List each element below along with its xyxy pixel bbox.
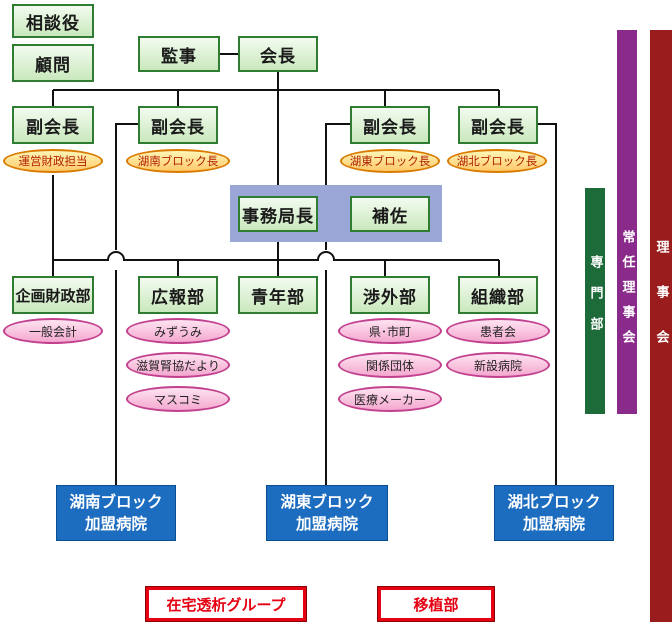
- soshiki-item-1: 患者会: [446, 318, 550, 344]
- seinen-box: 青年部: [238, 276, 318, 314]
- hospital-kohoku-line2: 加盟病院: [522, 515, 585, 533]
- shogai-label: 渉外部: [363, 287, 417, 308]
- vice-role-3: 湖東ブロック長: [340, 149, 440, 173]
- hospital-kohoku-line1: 湖北ブロック: [507, 493, 601, 511]
- vice-box-1: 副会長: [12, 106, 94, 144]
- komon-label: 顧問: [35, 55, 71, 76]
- hospital-konan-line2: 加盟病院: [84, 515, 147, 533]
- vice-role-4: 湖北ブロック長: [447, 149, 547, 173]
- zaitaku-box: 在宅透析グループ: [145, 586, 307, 622]
- kikaku-box: 企画財政部: [12, 276, 94, 314]
- zaitaku-label: 在宅透析グループ: [149, 590, 303, 618]
- vice-label-2: 副会長: [151, 117, 205, 138]
- senmon-label: 専門部: [587, 254, 603, 348]
- ishoku-box: 移植部: [377, 586, 495, 622]
- soshiki-box: 組織部: [458, 276, 538, 314]
- koho-label: 広報部: [151, 287, 205, 308]
- assist-label: 補佐: [372, 206, 408, 227]
- kanji-box: 監事: [138, 36, 220, 72]
- senmon-bar: 専門部: [585, 188, 605, 414]
- koho-item-1: みずうみ: [126, 318, 230, 344]
- hospital-konan-line1: 湖南ブロック: [69, 493, 163, 511]
- hospital-box-koto: 湖東ブロック加盟病院: [266, 485, 388, 541]
- shogai-box: 渉外部: [350, 276, 430, 314]
- kaicho-box: 会長: [238, 36, 318, 72]
- kikaku-label: 企画財政部: [15, 286, 91, 305]
- soshiki-label: 組織部: [471, 287, 525, 308]
- chief-box: 事務局長: [238, 196, 318, 232]
- koho-box: 広報部: [138, 276, 218, 314]
- hospital-koto-line2: 加盟病院: [295, 515, 358, 533]
- shogai-item-3: 医療メーカー: [338, 386, 442, 412]
- kikaku-item-1: 一般会計: [3, 318, 103, 344]
- kaicho-label: 会長: [260, 46, 296, 67]
- shogai-item-1: 県･市町: [338, 318, 442, 344]
- koho-item-3: マスコミ: [126, 386, 230, 412]
- komon-box: 顧問: [12, 44, 94, 82]
- vice-role-1: 運営財政担当: [3, 149, 103, 173]
- ishoku-label: 移植部: [381, 590, 491, 618]
- vice-box-4: 副会長: [458, 106, 538, 144]
- kanji-label: 監事: [161, 46, 197, 67]
- vice-role-2: 湖南ブロック長: [126, 149, 230, 173]
- soshiki-item-2: 新設病院: [446, 352, 550, 378]
- sodan-label: 相談役: [26, 13, 80, 34]
- shogai-item-2: 関係団体: [338, 352, 442, 378]
- chief-label: 事務局長: [242, 206, 314, 227]
- vice-label-4: 副会長: [471, 117, 525, 138]
- koho-item-2: 滋賀腎協だより: [126, 352, 230, 378]
- hospital-box-konan: 湖南ブロック加盟病院: [56, 485, 176, 541]
- riji-label: 理事会: [653, 240, 669, 375]
- seinen-label: 青年部: [251, 287, 305, 308]
- vice-box-2: 副会長: [138, 106, 218, 144]
- sodan-box: 相談役: [12, 4, 94, 38]
- vice-label-1: 副会長: [26, 117, 80, 138]
- hospital-koto-line1: 湖東ブロック: [280, 493, 374, 511]
- hospital-box-kohoku: 湖北ブロック加盟病院: [494, 485, 614, 541]
- riji-bar: 理事会: [650, 30, 672, 622]
- vice-label-3: 副会長: [363, 117, 417, 138]
- assist-box: 補佐: [350, 196, 430, 232]
- vice-box-3: 副会長: [350, 106, 430, 144]
- jonin-label: 常任理事会: [619, 230, 635, 355]
- jonin-bar: 常任理事会: [617, 30, 637, 414]
